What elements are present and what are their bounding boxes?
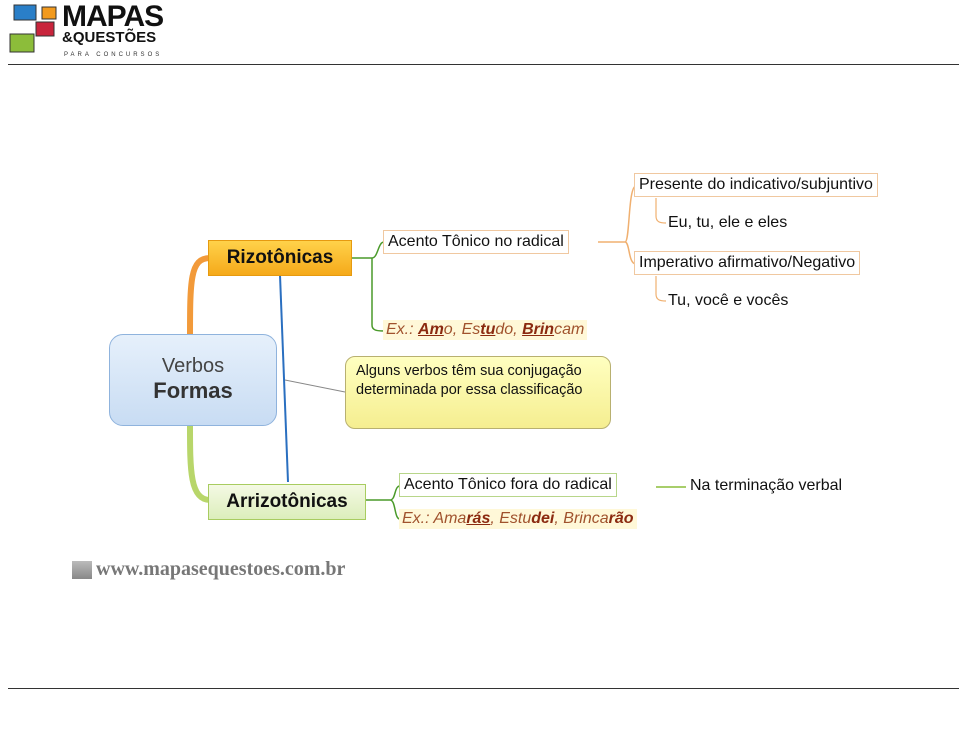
example-segment: Ex.: Ama [402, 510, 467, 527]
example-segment: rás [466, 510, 491, 527]
node-acento-fora[interactable]: Acento Tônico fora do radical [399, 473, 617, 497]
node-rizotonicas[interactable]: Rizotônicas [208, 240, 352, 276]
example-segment: , [554, 510, 564, 527]
header-divider [8, 64, 959, 65]
node-arrizotonicas[interactable]: Arrizotônicas [208, 484, 366, 520]
footer-divider [8, 688, 959, 689]
logo-subtitle: &QUESTÕES [62, 29, 157, 46]
note-terminacao: Na terminação verbal [690, 477, 843, 494]
footer-url: www.mapasequestoes.com.br [96, 558, 346, 580]
central-line2: Formas [153, 378, 233, 403]
note-imperativo: Tu, você e vocês [668, 292, 789, 309]
logo-tagline: PARA CONCURSOS [64, 52, 163, 58]
note-presente: Eu, tu, ele e eles [668, 214, 788, 231]
logo-icon [9, 4, 57, 53]
central-line1: Verbos [161, 355, 225, 377]
example-segment: Am [418, 321, 444, 338]
node-acento-radical[interactable]: Acento Tônico no radical [383, 230, 569, 254]
example-arrizotonicas: Ex.: Amarás, Estudei, Brincarão [399, 509, 637, 529]
example-segment: cam [554, 321, 585, 338]
example-segment: tu [480, 321, 496, 338]
example-segment: Ex.: [386, 321, 419, 338]
watermark-logo-icon [72, 560, 92, 579]
example-rizotonicas: Ex.: Amo, Estudo, Brincam [383, 320, 588, 340]
callout-note: Alguns verbos têm sua conjugação determi… [345, 356, 611, 429]
example-segment: do, [495, 321, 523, 338]
example-segment: o, Es [443, 321, 481, 338]
example-segment: rão [608, 510, 634, 527]
example-segment: Brinca [563, 510, 609, 527]
footer-watermark: www.mapasequestoes.com.br [72, 558, 345, 581]
logo-title: MAPAS [62, 0, 164, 33]
example-segment: dei [531, 510, 555, 527]
node-presente[interactable]: Presente do indicativo/subjuntivo [634, 173, 878, 197]
node-imperativo[interactable]: Imperativo afirmativo/Negativo [634, 251, 861, 275]
example-segment: , Estu [490, 510, 532, 527]
central-node[interactable]: Verbos Formas [109, 334, 277, 426]
example-segment: Brin [522, 321, 555, 338]
